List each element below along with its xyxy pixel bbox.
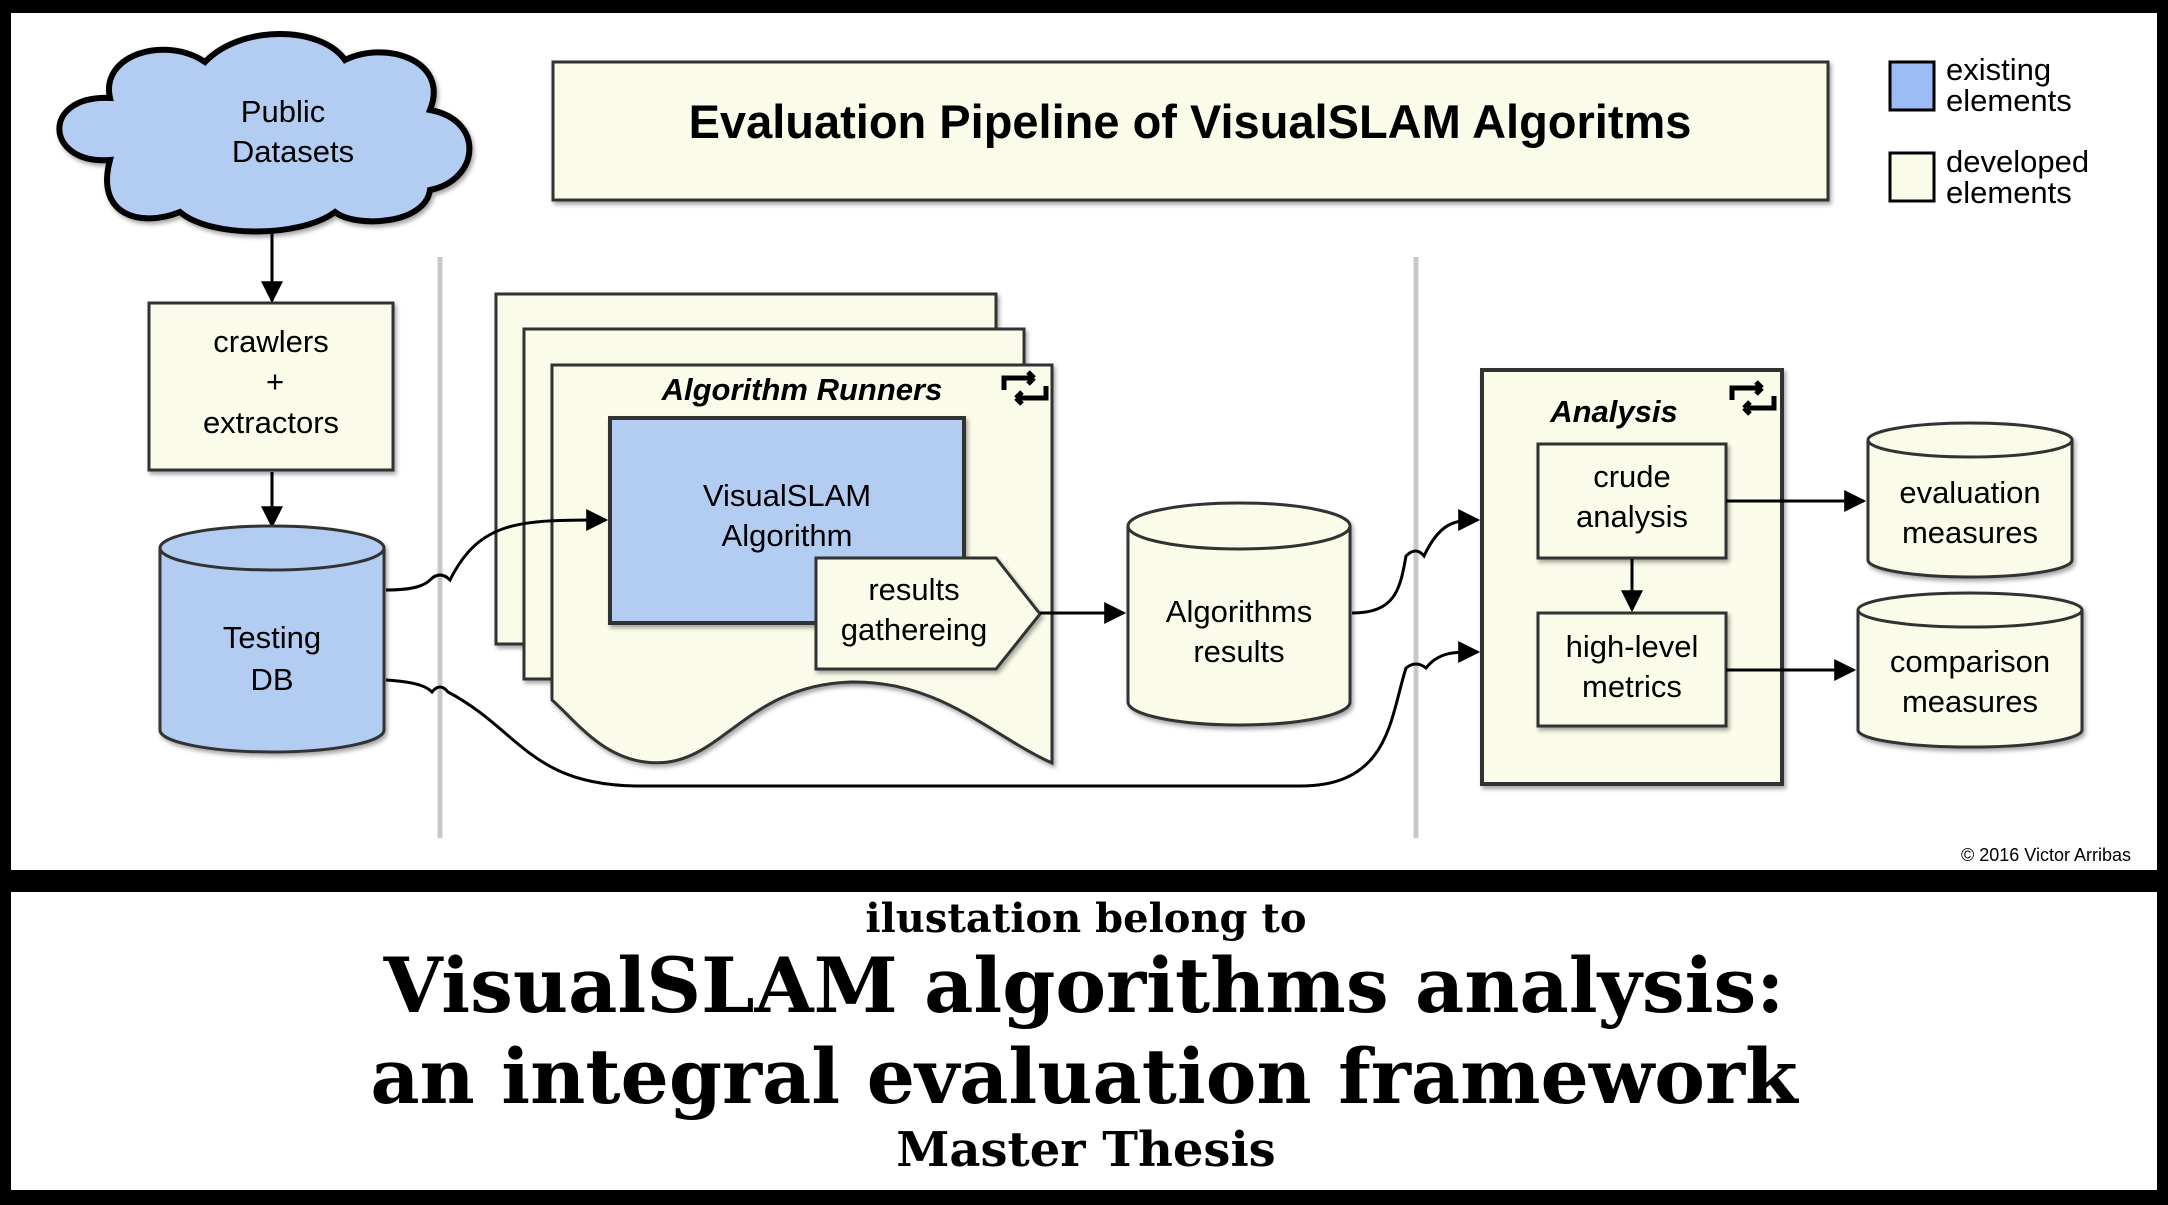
visualslam-algorithm-line1: VisualSLAM (703, 478, 871, 513)
testing-db-line1: Testing (223, 620, 321, 655)
caption-intro: ilustation belong to (865, 895, 1306, 942)
thesis-title-line1: VisualSLAM algorithms analysis: (383, 941, 1785, 1030)
crawlers-box (147, 301, 395, 472)
algorithms-results-cylinder (1126, 501, 1352, 727)
crude-analysis-line1: crude (1593, 459, 1671, 494)
comparison-measures-line2: measures (1902, 684, 2038, 719)
testing-db-cylinder (158, 524, 386, 754)
legend-existing-line2: elements (1946, 83, 2072, 118)
crude-analysis-line2: analysis (1576, 499, 1688, 534)
results-gathering-shape (814, 556, 1042, 671)
crude-analysis-box (1536, 442, 1728, 560)
public-datasets-line2: Datasets (232, 134, 354, 169)
arrow-db-analysis (385, 640, 1481, 788)
results-gathering-line2: gathereing (841, 612, 988, 647)
evaluation-measures-line1: evaluation (1899, 475, 2040, 510)
diagram-title: Evaluation Pipeline of VisualSLAM Algori… (689, 95, 1692, 148)
evaluation-measures-line2: measures (1902, 515, 2038, 550)
legend-developed-swatch (1888, 151, 1936, 203)
comparison-measures-line1: comparison (1890, 644, 2050, 679)
copyright-notice: © 2016 Victor Arribas (1961, 845, 2131, 865)
legend-developed-line2: elements (1946, 175, 2072, 210)
crawlers-line2: + (266, 364, 284, 399)
arrow-db-algorithm (385, 509, 609, 592)
runners-loop-icon (1001, 370, 1049, 406)
title-box (551, 60, 1830, 202)
caption-panel (11, 892, 2157, 1190)
high-level-metrics-line1: high-level (1566, 629, 1699, 664)
legend-existing-swatch (1888, 60, 1936, 112)
thesis-title-line2: an integral evaluation framework (370, 1032, 1799, 1121)
legend-developed-line1: developed (1946, 144, 2089, 179)
algorithm-runners-label: Algorithm Runners (661, 372, 943, 407)
results-gathering-line1: results (868, 572, 959, 607)
evaluation-measures-cylinder (1866, 421, 2074, 579)
thesis-subtitle: Master Thesis (896, 1122, 1275, 1178)
crawlers-line1: crawlers (213, 324, 328, 359)
public-datasets-line1: Public (241, 94, 325, 129)
high-level-metrics-line2: metrics (1582, 669, 1682, 704)
high-level-metrics-box (1536, 611, 1728, 728)
testing-db-line2: DB (250, 662, 293, 697)
algorithms-results-line1: Algorithms (1166, 594, 1312, 629)
analysis-label: Analysis (1549, 394, 1678, 429)
analysis-loop-icon (1729, 380, 1777, 416)
crawlers-line3: extractors (203, 405, 339, 440)
algorithms-results-line2: results (1193, 634, 1284, 669)
comparison-measures-cylinder (1856, 591, 2084, 749)
legend-existing-line1: existing (1946, 52, 2051, 87)
public-datasets-cloud (56, 31, 473, 235)
arrow-results-analysis (1351, 509, 1481, 615)
visualslam-algorithm-line2: Algorithm (722, 518, 853, 553)
